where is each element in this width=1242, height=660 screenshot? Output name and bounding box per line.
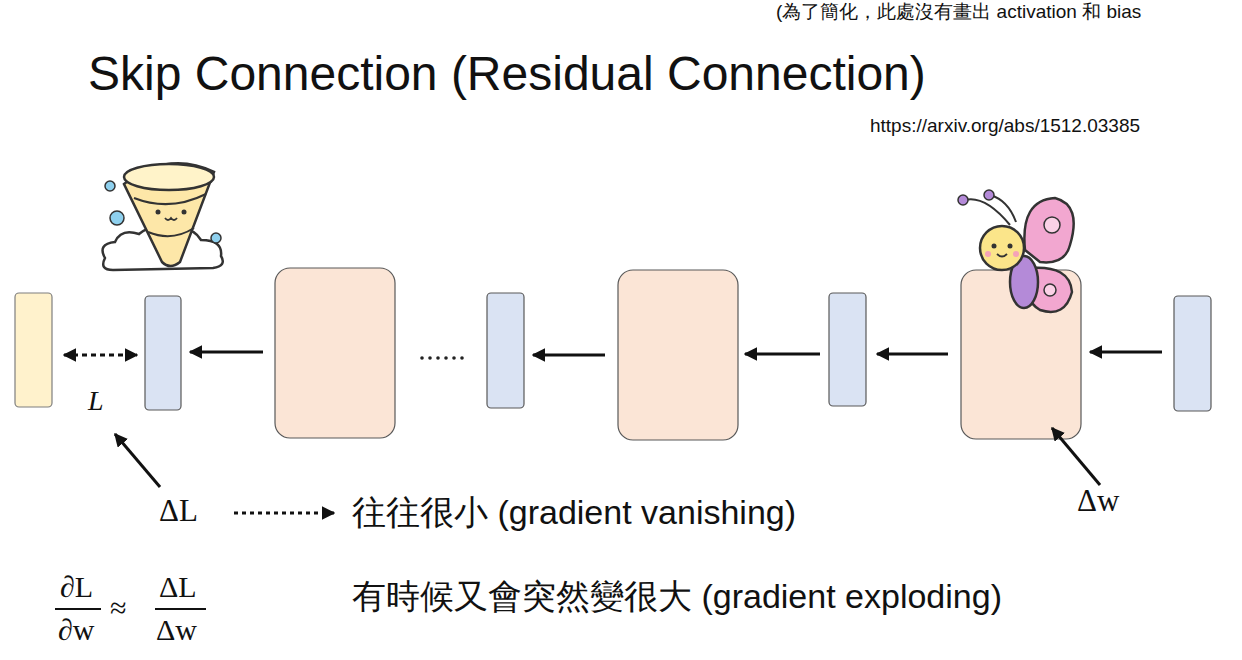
droplet — [105, 181, 115, 191]
mouth — [165, 218, 177, 220]
eye — [1008, 244, 1013, 249]
reference-url: https://arxiv.org/abs/1512.03385 — [870, 116, 1140, 137]
slide-title: Skip Connection (Residual Connection) — [88, 48, 926, 101]
layer-box — [618, 270, 738, 440]
upper-wing — [1024, 198, 1073, 262]
note-text: 有時候又會突然變很大 (gradient exploding) — [352, 578, 1002, 615]
formula-term: ∂L — [60, 570, 93, 603]
formula-symbol: ≈ — [110, 591, 126, 624]
pointer-arrow — [234, 512, 334, 515]
droplet — [110, 211, 124, 225]
tornado-swirl — [148, 228, 194, 236]
flow-arrow — [190, 351, 263, 354]
eye — [156, 210, 161, 215]
input-vector — [1174, 296, 1211, 411]
wing-spot — [1044, 217, 1060, 233]
flow-arrow — [745, 353, 820, 356]
formula-term: ΔL — [159, 570, 197, 603]
cheek — [985, 251, 991, 257]
flow-arrow — [533, 354, 605, 357]
hidden-vector — [487, 293, 524, 408]
hidden-vector — [829, 293, 866, 406]
note-text: 往往很小 (gradient vanishing) — [352, 494, 796, 531]
tornado-illustration — [103, 163, 223, 270]
target-vector — [15, 293, 52, 407]
flow-arrows — [64, 352, 1162, 513]
delta-weight: Δw — [1077, 484, 1119, 518]
output-vector — [145, 296, 181, 410]
eye — [182, 210, 187, 215]
layer-box — [275, 268, 395, 438]
formula-term: ∂w — [58, 613, 95, 646]
mouth — [997, 254, 1007, 257]
tornado-swirl — [134, 194, 206, 204]
fraction-bar — [55, 608, 101, 610]
eye — [992, 244, 997, 249]
delta-loss: ΔL — [159, 494, 198, 528]
leader-arrow — [115, 434, 160, 487]
flow-arrow — [1090, 351, 1162, 354]
leader-arrow — [1052, 428, 1100, 485]
loss-arrow — [64, 354, 137, 357]
fraction-bar — [155, 608, 206, 610]
antenna — [990, 195, 1016, 222]
antenna-tip — [984, 190, 994, 200]
formula-term: Δw — [156, 613, 197, 646]
tornado-cone — [124, 163, 214, 266]
butterfly-illustration — [958, 190, 1074, 312]
cheek — [1013, 251, 1019, 257]
droplet — [211, 233, 221, 243]
head — [980, 226, 1024, 270]
tornado-top — [124, 164, 214, 190]
footnote: (為了簡化，此處沒有畫出 activation 和 bias — [776, 2, 1141, 23]
wing-spot — [1044, 284, 1056, 296]
loss-symbol: L — [88, 386, 104, 417]
flow-arrow — [877, 353, 948, 356]
antenna-tip — [958, 195, 968, 205]
ellipsis-dots — [420, 356, 464, 360]
